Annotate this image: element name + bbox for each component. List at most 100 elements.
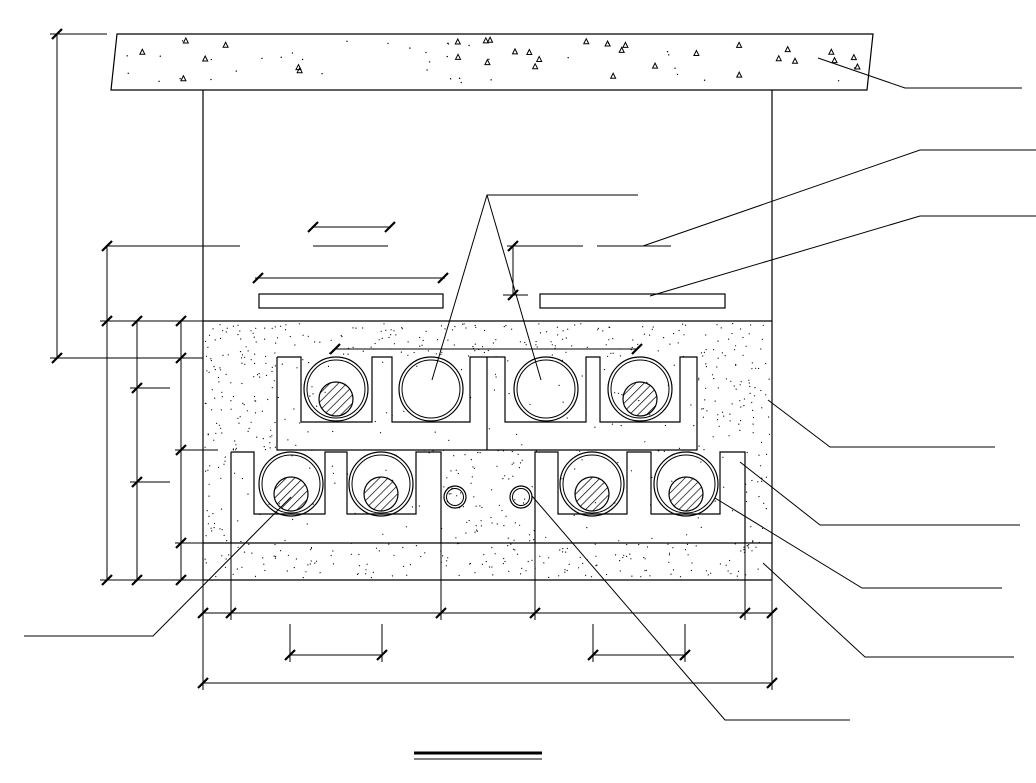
fill-dot	[498, 504, 500, 506]
fill-dot	[383, 323, 385, 325]
fill-dot	[340, 334, 342, 337]
fill-dot	[227, 354, 229, 356]
dimension-tick	[384, 221, 396, 233]
fill-dot	[211, 409, 213, 411]
fill-dot	[215, 575, 217, 578]
aggregate-dot	[159, 55, 161, 57]
fill-dot	[312, 503, 314, 505]
fill-dot	[663, 337, 665, 339]
dimension-tick	[175, 574, 187, 586]
fill-dot	[700, 526, 702, 529]
fill-dot	[309, 467, 311, 469]
fill-dot	[528, 534, 531, 536]
fill-dot	[554, 345, 556, 347]
fill-dot	[245, 346, 247, 348]
fill-dot	[331, 465, 333, 467]
fill-dot	[212, 513, 214, 515]
fill-dot	[390, 329, 392, 331]
leader-line	[739, 461, 1020, 526]
fill-dot	[453, 455, 455, 457]
fill-dot	[551, 344, 553, 346]
fill-dot	[687, 554, 689, 556]
aggregate-dot	[409, 47, 411, 49]
aggregate-mark	[609, 72, 617, 79]
fill-dot	[442, 555, 444, 557]
leader-line	[486, 194, 542, 381]
fill-dot	[296, 367, 298, 369]
fill-dot	[649, 414, 651, 416]
aggregate-mark	[222, 41, 229, 48]
fill-dot	[503, 557, 505, 560]
fill-dot	[454, 326, 456, 328]
fill-dot	[720, 327, 722, 329]
fill-dot	[746, 491, 748, 493]
fill-dot	[219, 367, 221, 369]
fill-dot	[705, 366, 708, 368]
fill-dot	[271, 370, 273, 372]
fill-dot	[305, 571, 307, 573]
dimension-line-group	[50, 33, 773, 690]
title-underline	[414, 751, 542, 760]
leader-line	[762, 562, 1014, 658]
fill-dot	[307, 564, 309, 566]
fill-dot	[274, 557, 277, 559]
fill-dot	[239, 330, 241, 332]
fill-dot	[700, 461, 702, 463]
fill-dot	[762, 324, 764, 326]
fill-dot	[460, 492, 462, 494]
dimension-tick	[766, 607, 778, 619]
dimension-tick	[587, 649, 599, 661]
fill-dot	[663, 450, 665, 452]
fill-dot	[265, 374, 268, 376]
fill-dot	[562, 551, 564, 553]
fill-dot	[311, 386, 313, 388]
fill-dot	[725, 378, 728, 380]
fill-dot	[205, 470, 207, 472]
fill-dot	[241, 362, 243, 364]
fill-dot	[548, 576, 550, 579]
fill-dot	[731, 332, 733, 335]
fill-dot	[742, 336, 744, 339]
fill-dot	[241, 382, 243, 385]
fill-dot	[640, 576, 642, 578]
trench-wall	[202, 90, 773, 581]
cable-duct	[303, 356, 369, 422]
dimension-tick	[101, 240, 113, 252]
leader-line	[649, 215, 1036, 297]
aggregate-mark	[180, 74, 187, 82]
fill-dot	[205, 355, 208, 357]
fill-dot	[262, 438, 264, 440]
fill-dot	[529, 540, 531, 542]
fill-dot	[253, 336, 255, 338]
fill-dot	[644, 558, 646, 560]
fill-dot	[765, 476, 768, 478]
fill-dot	[621, 394, 623, 396]
aggregate-dot	[567, 56, 569, 59]
fill-dot	[287, 554, 289, 556]
aggregate-mark	[791, 57, 799, 64]
fill-dot	[768, 378, 770, 380]
fill-dot	[237, 417, 239, 419]
fill-dot	[521, 567, 523, 570]
fill-dot	[237, 546, 239, 548]
aggregate-mark	[486, 36, 494, 43]
aggregate-mark	[511, 47, 519, 55]
fill-dot	[698, 377, 700, 379]
fill-dot	[609, 326, 611, 328]
fill-dot	[243, 404, 245, 406]
cable-duct	[653, 451, 719, 517]
fill-dot	[314, 562, 316, 564]
fill-dot	[740, 381, 742, 383]
dimension-tick	[307, 221, 319, 233]
fill-dot	[566, 417, 568, 419]
fill-dot	[403, 565, 405, 568]
fill-dot	[419, 345, 421, 347]
fill-dot	[215, 432, 217, 434]
fill-dot	[287, 439, 289, 441]
fill-dot	[760, 441, 763, 443]
fill-dot	[728, 338, 730, 340]
fill-dot	[443, 486, 445, 488]
fill-dot	[284, 539, 286, 542]
fill-dot	[382, 533, 384, 535]
fill-dot	[447, 557, 449, 559]
